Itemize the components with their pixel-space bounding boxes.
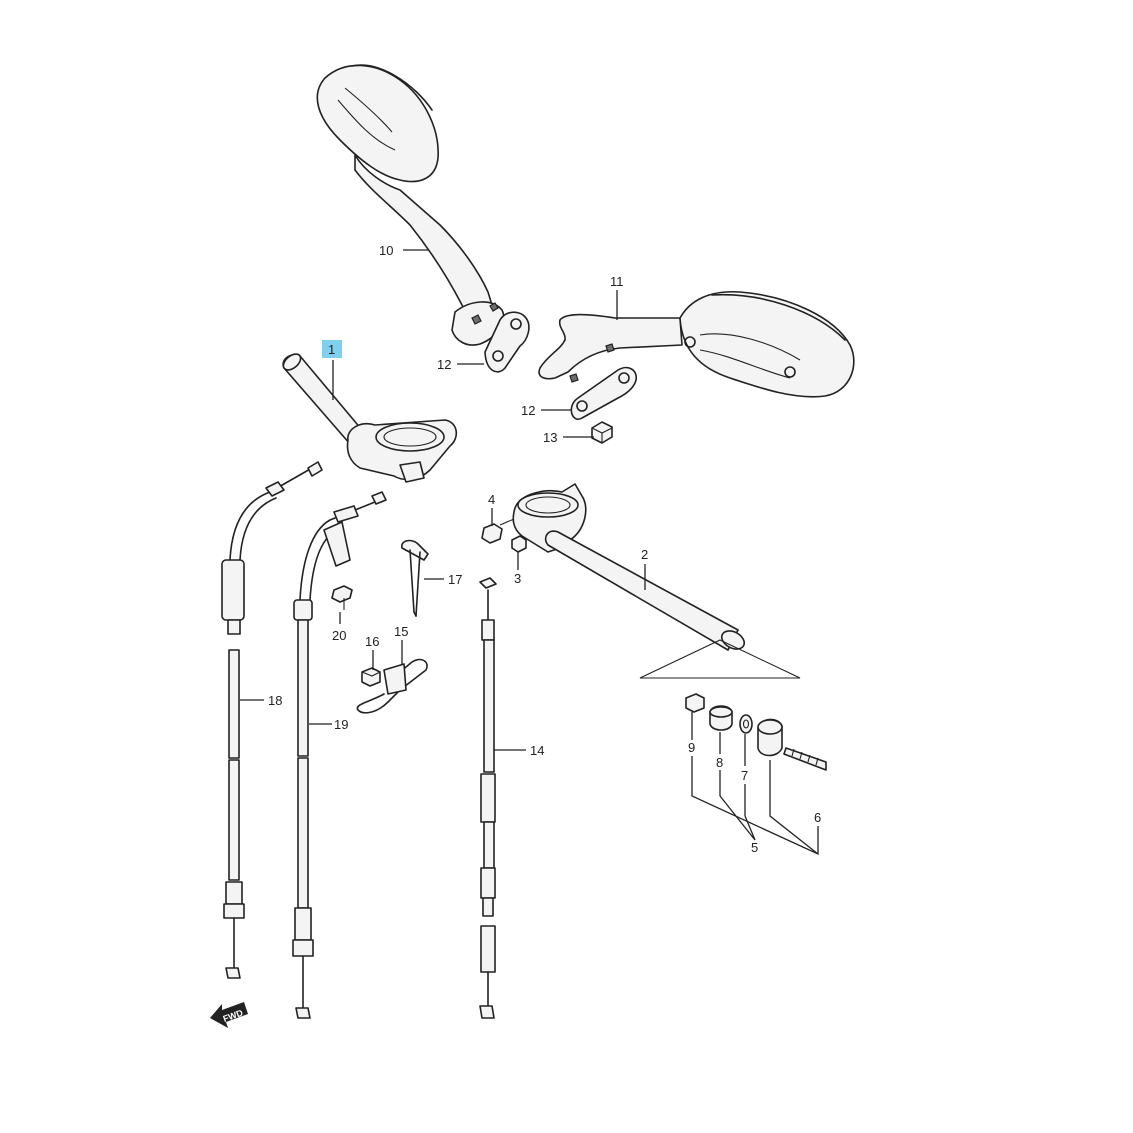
mirror-bracket-lower[interactable] [570, 366, 638, 420]
label-7[interactable]: 7 [741, 768, 748, 783]
label-5[interactable]: 5 [751, 840, 758, 855]
label-13[interactable]: 13 [543, 430, 557, 445]
clamp-bolt[interactable] [481, 518, 515, 544]
label-11[interactable]: 11 [610, 274, 624, 289]
cable-screw[interactable] [331, 585, 353, 610]
label-15[interactable]: 15 [394, 624, 408, 639]
left-handlebar[interactable] [280, 351, 458, 483]
balancer-washer[interactable] [739, 714, 753, 734]
guide-bolt[interactable] [361, 667, 381, 687]
balancer-screw[interactable] [783, 747, 827, 771]
cable-guide[interactable] [356, 658, 428, 714]
mirror-nut[interactable] [591, 421, 613, 444]
callout-leaders [240, 249, 819, 856]
label-2[interactable]: 2 [641, 547, 648, 562]
left-mirror[interactable] [316, 64, 505, 346]
right-mirror[interactable] [538, 290, 855, 398]
part-1-highlight [322, 340, 342, 358]
mirror-bracket-upper[interactable] [484, 311, 530, 373]
forward-arrow-icon: FWD [210, 1002, 248, 1028]
balancer-weight[interactable] [757, 718, 783, 757]
label-8[interactable]: 8 [716, 755, 723, 770]
label-19[interactable]: 19 [334, 717, 348, 732]
label-17[interactable]: 17 [448, 572, 462, 587]
throttle-cable-pull[interactable] [221, 461, 323, 979]
label-18[interactable]: 18 [268, 693, 282, 708]
clutch-cable[interactable] [479, 577, 497, 1019]
label-1[interactable]: 1 [328, 342, 335, 357]
label-16[interactable]: 16 [365, 634, 379, 649]
clamp-pin[interactable] [511, 535, 527, 553]
label-4[interactable]: 4 [488, 492, 495, 507]
right-handlebar[interactable] [512, 483, 801, 679]
label-12-upper[interactable]: 12 [437, 357, 451, 372]
balancer-nut[interactable] [685, 693, 705, 713]
part-labels: 1 10 11 12 12 13 4 3 2 17 15 16 20 18 19… [268, 243, 821, 855]
label-14[interactable]: 14 [530, 743, 544, 758]
label-10[interactable]: 10 [379, 243, 393, 258]
label-6[interactable]: 6 [814, 810, 821, 825]
label-3[interactable]: 3 [514, 571, 521, 586]
cable-clamp[interactable] [401, 539, 429, 617]
label-12-lower[interactable]: 12 [521, 403, 535, 418]
throttle-cable-return[interactable] [292, 491, 387, 1019]
label-9[interactable]: 9 [688, 740, 695, 755]
label-20[interactable]: 20 [332, 628, 346, 643]
balancer-spacer[interactable] [709, 705, 733, 731]
